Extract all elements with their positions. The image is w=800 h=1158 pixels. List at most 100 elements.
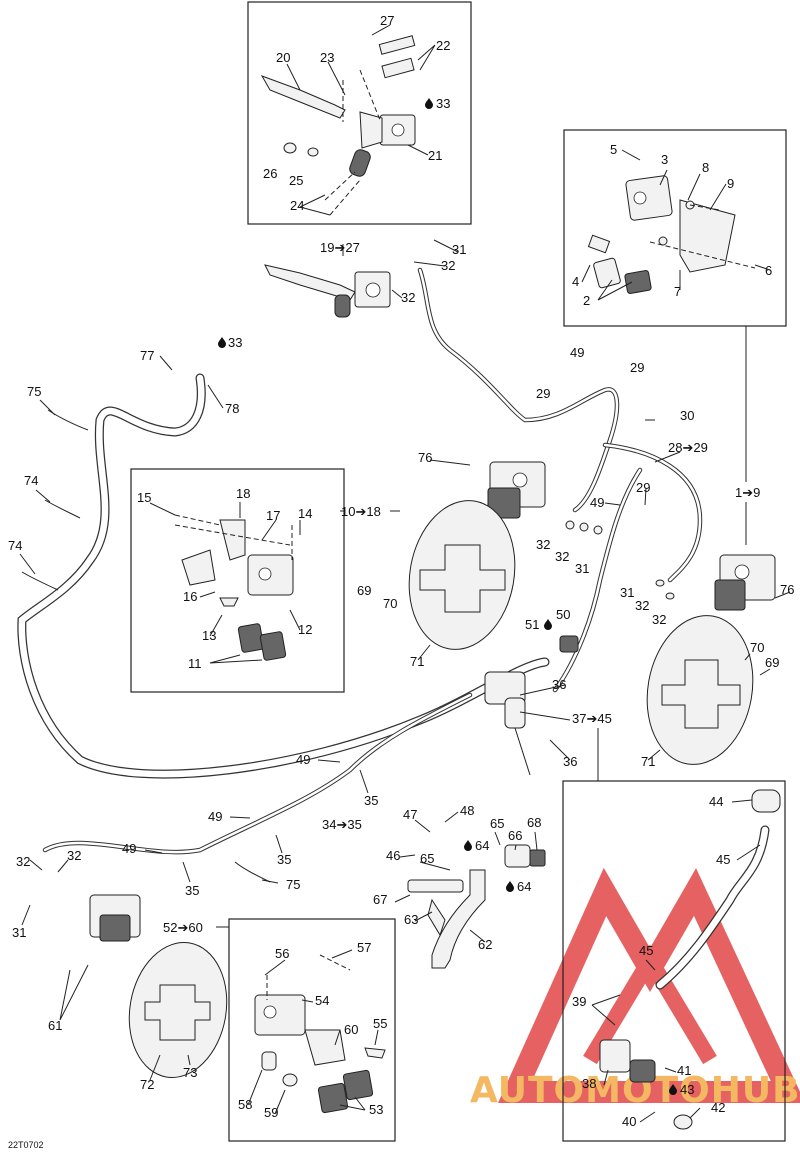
- callout-label: 69: [765, 655, 779, 670]
- callout-label: 63: [404, 912, 418, 927]
- front-caliper-right-exploded: [587, 175, 756, 294]
- callout-label: 64: [475, 838, 489, 853]
- callout-label: 75: [286, 877, 300, 892]
- callout-label: 12: [298, 622, 312, 637]
- callout-label: 34➔35: [322, 817, 362, 832]
- front-caliper-left-assembled: [487, 461, 603, 535]
- callout-label: 39: [572, 994, 586, 1009]
- callout-label: 32: [16, 854, 30, 869]
- callout-label: 71: [641, 754, 655, 769]
- leader-lines: [19, 24, 791, 1123]
- brake-hoses: [17, 267, 770, 990]
- callout-label: 20: [276, 50, 290, 65]
- callout-label: 65: [490, 816, 504, 831]
- callout-label: 26: [263, 166, 277, 181]
- oil-drop-icon: [506, 881, 514, 892]
- callout-label: 32: [401, 290, 415, 305]
- callout-label: 24: [290, 198, 304, 213]
- callout-label: 73: [183, 1065, 197, 1080]
- callout-label: 27: [380, 13, 394, 28]
- front-caliper-left-exploded: [174, 514, 294, 661]
- callout-label: 32: [652, 612, 666, 627]
- callout-label: 16: [183, 589, 197, 604]
- callout-label: 72: [140, 1077, 154, 1092]
- proportioning-valve: [484, 635, 579, 776]
- callout-label: 35: [277, 852, 291, 867]
- callout-label: 30: [680, 408, 694, 423]
- master-cylinder-assembly: [260, 35, 416, 318]
- callout-labels: 27 22 20 23 33 21 26 25 24 19➔27 31 32 3…: [8, 13, 794, 1150]
- callout-label: 28➔29: [668, 440, 708, 455]
- callout-label: 33: [228, 335, 242, 350]
- oil-drop-icon: [425, 98, 433, 109]
- callout-label: 18: [236, 486, 250, 501]
- callout-label: 32: [67, 848, 81, 863]
- callout-label: 29: [630, 360, 644, 375]
- callout-label: 66: [508, 828, 522, 843]
- callout-label: 4: [572, 274, 579, 289]
- callout-label: 74: [8, 538, 22, 553]
- callout-label: 49: [208, 809, 222, 824]
- callout-label: 60: [344, 1022, 358, 1037]
- front-caliper-box-right: [563, 129, 787, 327]
- callout-label: 37➔45: [572, 711, 612, 726]
- callout-label: 31: [12, 925, 26, 940]
- callout-label: 22: [436, 38, 450, 53]
- callout-label: 29: [636, 480, 650, 495]
- callout-label: 49: [122, 841, 136, 856]
- callout-label: 58: [238, 1097, 252, 1112]
- callout-label: 49: [570, 345, 584, 360]
- callout-label: 61: [48, 1018, 62, 1033]
- callout-label: 10➔18: [341, 504, 381, 519]
- callout-label: 57: [357, 940, 371, 955]
- callout-label: 14: [298, 506, 312, 521]
- callout-label: 65: [420, 851, 434, 866]
- callout-label: 32: [441, 258, 455, 273]
- callout-label: 32: [635, 598, 649, 613]
- rear-caliper: [89, 894, 386, 1114]
- callout-label: 51: [525, 617, 539, 632]
- callout-label: 5: [610, 142, 617, 157]
- callout-label: 77: [140, 348, 154, 363]
- callout-label: 45: [716, 852, 730, 867]
- callout-label: 38: [582, 1076, 596, 1091]
- callout-label: 23: [320, 50, 334, 65]
- callout-label: 44: [709, 794, 723, 809]
- callout-label: 53: [369, 1102, 383, 1117]
- callout-label: 32: [536, 537, 550, 552]
- callout-label: 33: [436, 96, 450, 111]
- callout-label: 35: [364, 793, 378, 808]
- callout-label: 17: [266, 508, 280, 523]
- callout-label: 29: [536, 386, 550, 401]
- callout-label: 35: [185, 883, 199, 898]
- callout-label: 55: [373, 1016, 387, 1031]
- callout-label: 69: [357, 583, 371, 598]
- callout-label: 36: [563, 754, 577, 769]
- callout-label: 59: [264, 1105, 278, 1120]
- callout-label: 75: [27, 384, 41, 399]
- callout-label: 47: [403, 807, 417, 822]
- oil-drop-icon: [544, 619, 552, 630]
- callout-label: 52➔60: [163, 920, 203, 935]
- callout-label: 54: [315, 993, 329, 1008]
- callout-label: 31: [452, 242, 466, 257]
- oil-drop-icon: [218, 337, 226, 348]
- hose-clips: [21, 409, 271, 883]
- callout-label: 41: [677, 1063, 691, 1078]
- callout-label: 19➔27: [320, 240, 360, 255]
- callout-label: 70: [750, 640, 764, 655]
- callout-label: 42: [711, 1100, 725, 1115]
- callout-label: 36: [552, 677, 566, 692]
- callout-label: 49: [296, 752, 310, 767]
- brake-pedal: [407, 844, 546, 969]
- callout-label: 74: [24, 473, 38, 488]
- callout-label: 31: [575, 561, 589, 576]
- callout-label: 78: [225, 401, 239, 416]
- callout-label: 3: [661, 152, 668, 167]
- callout-label: 8: [702, 160, 709, 175]
- callout-label: 70: [383, 596, 397, 611]
- rear-caliper-box: [228, 918, 396, 1142]
- callout-label: 64: [517, 879, 531, 894]
